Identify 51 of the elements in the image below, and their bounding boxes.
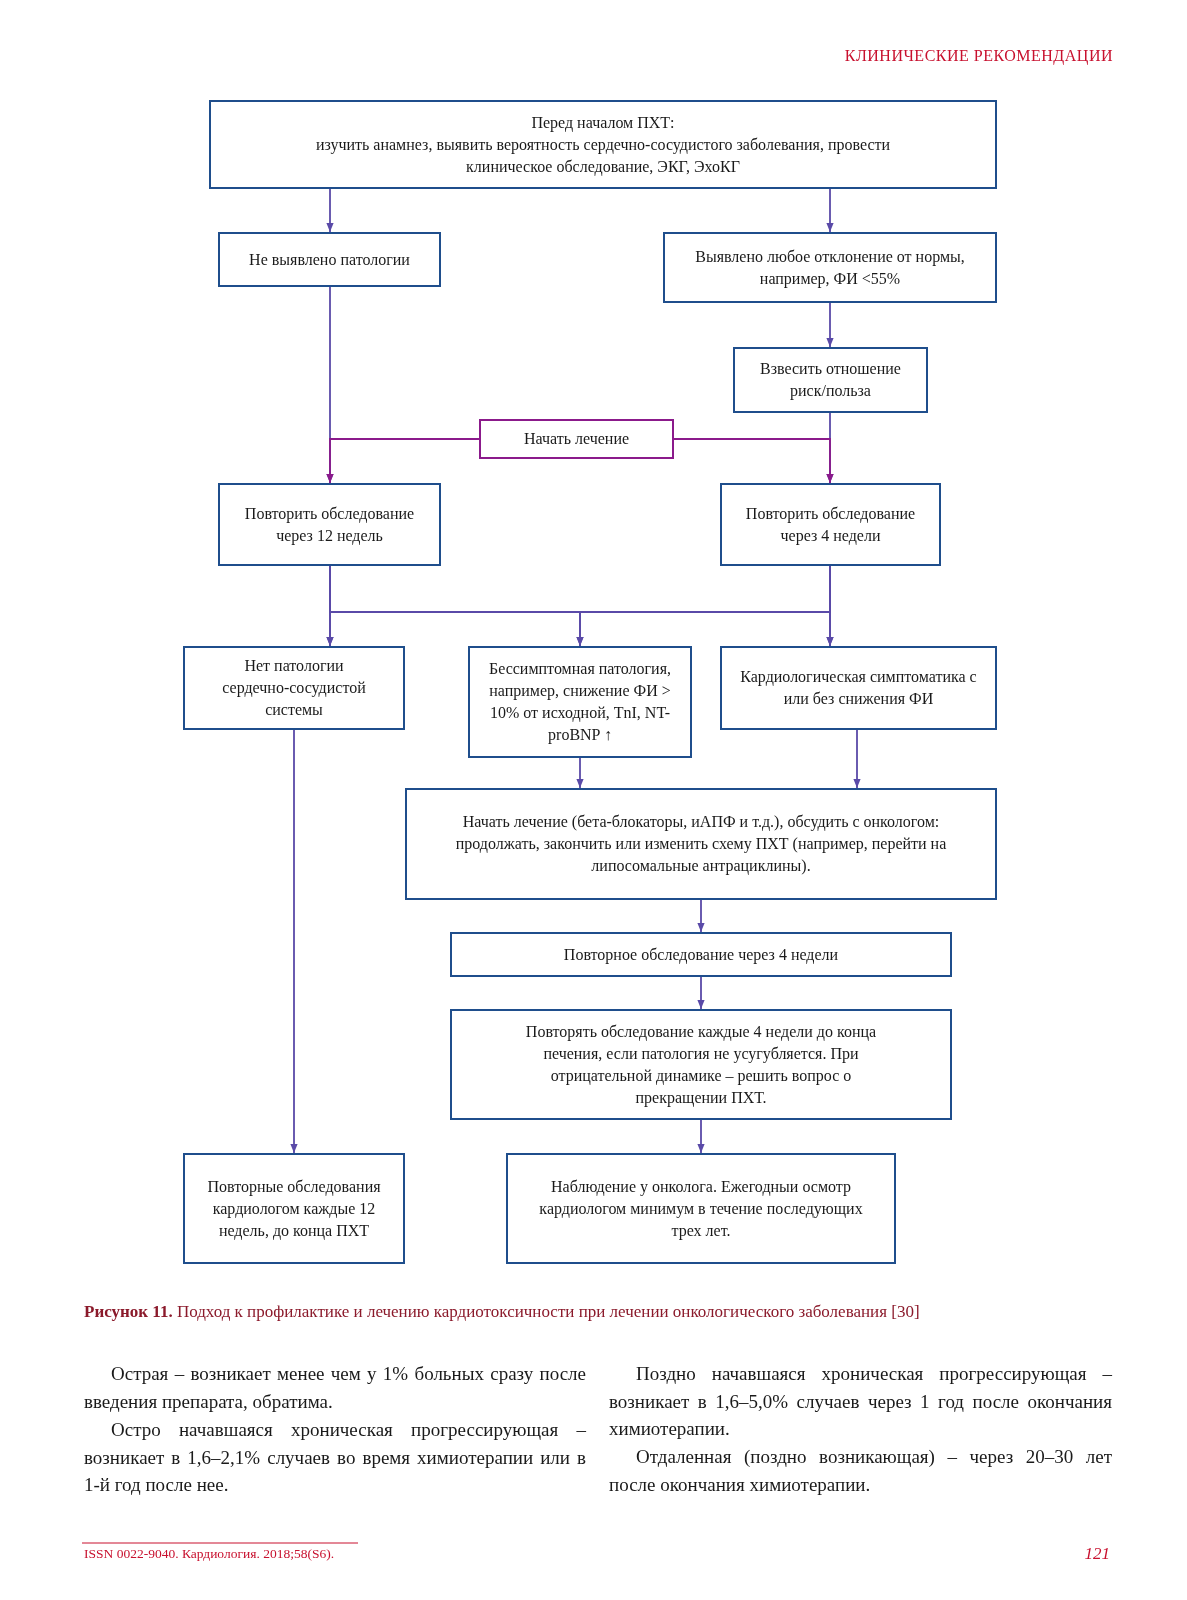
journal-reference: ISSN 0022-9040. Кардиология. 2018;58(S6). — [84, 1546, 336, 1562]
box-text: Повторить обследование через 4 недели — [744, 503, 917, 547]
box-text: изучить анамнез, выявить вероятность сердечно-сосудистого заболевания, провести клиническое обследование, ЭКГ, ЭхоКГ — [314, 134, 892, 178]
process-box — [218, 483, 441, 566]
box-text: Повторить обследование через 12 недель — [243, 503, 416, 547]
action-box — [479, 419, 674, 459]
box-text: Нет патологии сердечно-сосудистой системы — [221, 656, 367, 720]
process-box — [450, 1009, 952, 1120]
process-box — [720, 646, 997, 730]
box-text: Кардиологическая симптоматика с или без снижения ФИ — [739, 667, 978, 709]
connector-arrow — [326, 438, 480, 484]
box-text: Повторять обследование каждые 4 недели до конца печения, если патология не усугубляется. При отрицательной динамике – решить вопрос о прекращении ПХТ. — [524, 1021, 878, 1109]
connector-arrow — [576, 757, 584, 789]
connector-arrow — [826, 302, 834, 348]
connector-arrow — [290, 729, 298, 1154]
connector-arrow — [697, 1119, 705, 1154]
process-box — [209, 100, 997, 189]
body-paragraph: Остро начавшаяся хроническая прогрессирующая – возникает в 1,6–2,1% случаев во время химиотерапии или в 1-й год после нее. — [84, 1418, 586, 1497]
connector-arrow — [826, 565, 834, 647]
body-paragraph: Отдаленная (поздно возникающая) – через 20–30 лет после окончания химиотерапии. — [609, 1445, 1112, 1497]
box-text: Повторные обследования кардиологом каждые 12 недель, до конца ПХТ — [206, 1176, 382, 1242]
process-box — [450, 932, 952, 977]
box-text: Бессимптомная патология, например, снижение ФИ > 10% от исходной, TnI, NT-proBNP ↑ — [487, 659, 673, 746]
box-text: Наблюдение у онколога. Ежегодныи осмотр кардиологом минимум в течение последующих трех лет. — [538, 1176, 864, 1242]
body-paragraph: Острая – возникает менее чем у 1% больных сразу после введения препарата, обратима. — [84, 1362, 586, 1414]
process-box — [720, 483, 941, 566]
process-box — [733, 347, 928, 413]
box-text: Начать лечение (бета-блокаторы, иАПФ и т.д.), обсудить с онкологом: продолжать, закончить или изменить схему ПХТ (например, перейти на липосомальные антрациклины). — [454, 812, 948, 877]
figure-caption: Рисунок 11. Подход к профилактике и лечению кардиотоксичности при лечении онкологического заболевания [30] — [84, 1302, 921, 1322]
process-box — [663, 232, 997, 303]
connector-arrow — [826, 188, 834, 233]
process-box — [218, 232, 441, 287]
process-box — [506, 1153, 896, 1264]
box-text: Взвесить отношение риск/польза — [759, 359, 902, 402]
connector-arrow — [697, 899, 705, 933]
process-box — [405, 788, 997, 900]
page-number: 121 — [1083, 1544, 1110, 1564]
connector-arrow — [853, 729, 861, 789]
process-box — [468, 646, 692, 758]
box-text: Не выявлено патологии — [249, 249, 410, 270]
process-box — [183, 646, 405, 730]
box-text: Повторное обследование через 4 недели — [563, 944, 839, 966]
section-header: КЛИНИЧЕСКИЕ РЕКОМЕНДАЦИИ — [843, 47, 1113, 65]
box-text: Начать лечение — [523, 429, 630, 449]
connector-arrow — [326, 188, 334, 233]
process-box — [183, 1153, 405, 1264]
box-heading: Перед началом ПХТ: — [531, 112, 675, 134]
connector-arrow — [697, 976, 705, 1010]
box-text: Выявлено любое отклонение от нормы, например, ФИ <55% — [694, 246, 966, 290]
connector-arrow — [673, 438, 834, 484]
body-paragraph: Поздно начавшаяся хроническая прогрессирующая – возникает в 1,6–5,0% случаев через 1 год после окончания химиотерапии. — [609, 1362, 1112, 1441]
